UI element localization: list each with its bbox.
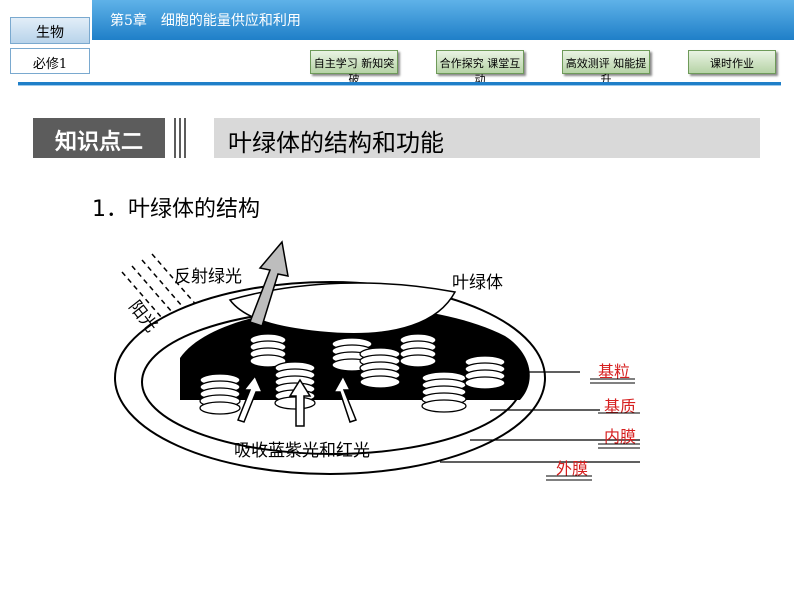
stroma-label: 基质 bbox=[604, 397, 637, 416]
knowledge-point-badge-label: 知识点二 bbox=[54, 130, 143, 155]
nav-button-assessment[interactable]: 高效测评 知能提升 bbox=[562, 50, 650, 86]
nav-button-cooperative[interactable]: 合作探究 课堂互动 bbox=[436, 50, 524, 86]
nav-button-label: 合作探究 课堂互动 bbox=[439, 57, 521, 86]
nav-button-homework[interactable]: 课时作业 bbox=[688, 50, 776, 74]
knowledge-point-badge: 知识点二 bbox=[33, 118, 165, 158]
section-heading: 1．叶绿体的结构 bbox=[92, 197, 260, 222]
grana-label: 基粒 bbox=[598, 362, 631, 381]
chapter-title: 第5章 细胞的能量供应和利用 bbox=[110, 13, 301, 29]
inner-membrane-label: 内膜 bbox=[604, 427, 637, 446]
nav-button-label: 自主学习 新知突破 bbox=[313, 57, 395, 86]
top-bar: 生物 第5章 细胞的能量供应和利用 bbox=[0, 0, 794, 44]
header-divider-light bbox=[18, 85, 781, 86]
chloroplast-label: 叶绿体 bbox=[452, 273, 503, 293]
outer-membrane-label: 外膜 bbox=[556, 459, 589, 478]
knowledge-point-title-box: 叶绿体的结构和功能 bbox=[214, 118, 760, 158]
elective-label: 必修1 bbox=[32, 57, 68, 72]
subject-tab: 生物 bbox=[10, 17, 90, 44]
part-label-underlines bbox=[546, 378, 640, 481]
subject-label: 生物 bbox=[36, 25, 64, 41]
elective-tab: 必修1 bbox=[10, 48, 90, 74]
chloroplast-illustration bbox=[114, 240, 640, 475]
banner-separator bbox=[170, 118, 200, 158]
reflected-green-light-label: 反射绿光 bbox=[174, 267, 242, 287]
nav-button-label: 高效测评 知能提升 bbox=[565, 57, 647, 86]
nav-button-self-study[interactable]: 自主学习 新知突破 bbox=[310, 50, 398, 86]
knowledge-point-title: 叶绿体的结构和功能 bbox=[228, 129, 444, 157]
top-bar-band bbox=[92, 0, 794, 40]
chloroplast-diagram: 反射绿光 叶绿体 阳光 吸收蓝紫光和红光 基粒 基质 内膜 外膜 bbox=[110, 240, 650, 500]
absorbed-light-label: 吸收蓝紫光和红光 bbox=[234, 441, 370, 461]
nav-button-label: 课时作业 bbox=[710, 57, 754, 70]
header-divider bbox=[18, 82, 781, 85]
